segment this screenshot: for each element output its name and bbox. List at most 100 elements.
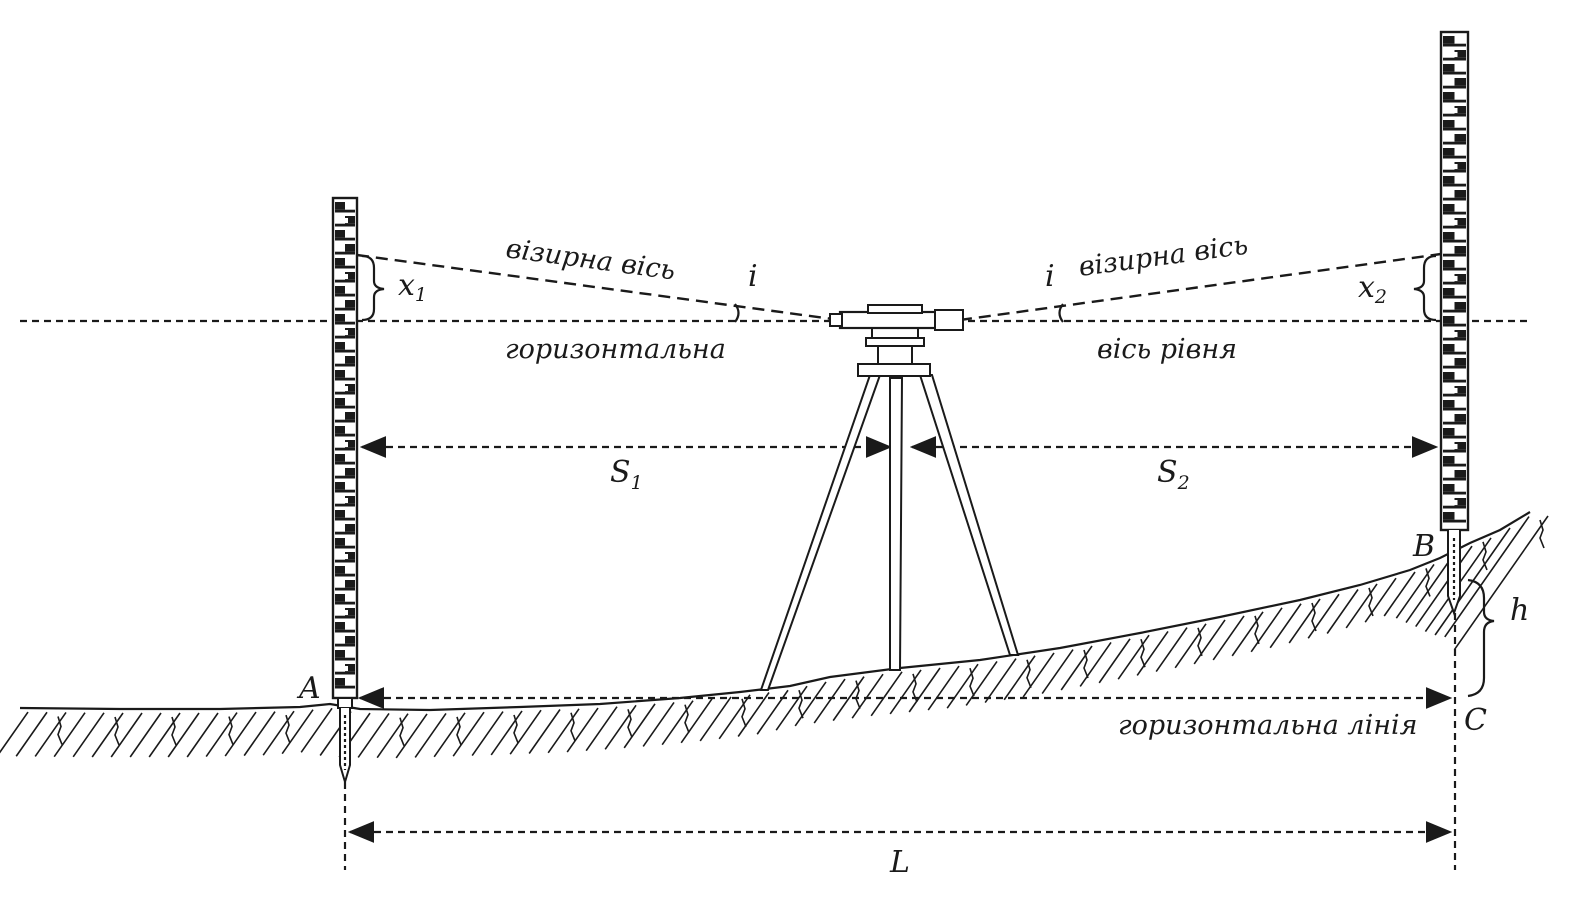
hatch-stroke — [1345, 583, 1378, 629]
hatch-stroke — [395, 713, 428, 759]
brace-x2 — [1413, 254, 1437, 322]
hatch-crack — [798, 689, 804, 719]
staff-mark — [1443, 260, 1455, 268]
staff-mark — [1443, 120, 1455, 128]
staff-mark — [335, 314, 345, 322]
hatch-stroke — [1003, 655, 1036, 701]
hatch-crack — [1197, 627, 1203, 657]
staff-mark — [345, 552, 355, 560]
hatch-crack — [1140, 638, 1146, 668]
staff-mark — [345, 496, 355, 504]
brace-h — [1467, 578, 1495, 698]
staff-mark — [335, 678, 345, 686]
staff-mark — [1443, 148, 1455, 156]
staff-right — [1439, 30, 1470, 532]
staff-mark — [335, 545, 355, 549]
staff-mark — [1443, 211, 1466, 215]
staff-mark — [345, 328, 355, 336]
staff-mark — [335, 335, 355, 339]
staff-mark — [335, 594, 345, 602]
staff-mark — [1454, 50, 1466, 58]
hatch-stroke — [224, 711, 257, 757]
staff-mark — [1443, 92, 1455, 100]
staff-mark — [1451, 220, 1458, 225]
hatch-stroke — [1041, 649, 1074, 695]
hatch-stroke — [1415, 545, 1473, 627]
staff-mark — [335, 363, 355, 367]
ground-hatching — [0, 515, 1549, 759]
staff-mark — [1443, 127, 1466, 131]
staff-mark — [335, 391, 355, 395]
staff-mark — [335, 615, 355, 619]
hatch-stroke — [1079, 641, 1112, 687]
hatch-stroke — [623, 703, 656, 749]
staff-mark — [1443, 435, 1466, 439]
hatch-stroke — [414, 713, 447, 758]
staff-mark — [1454, 246, 1466, 254]
staff-mark — [335, 426, 345, 434]
hatch-stroke — [167, 712, 200, 758]
staff-mark — [342, 218, 348, 223]
hatch-stroke — [1060, 645, 1093, 691]
staff-mark — [335, 230, 345, 238]
hatch-stroke — [72, 712, 105, 758]
staff-mark — [335, 265, 355, 269]
hatch-stroke — [1444, 516, 1530, 638]
staff-mark — [1443, 99, 1466, 103]
hatch-stroke — [927, 665, 960, 711]
staff-mark — [1443, 393, 1466, 397]
hatch-crack — [1026, 659, 1032, 689]
staff-mark — [1443, 365, 1466, 369]
staff-mark — [335, 398, 345, 406]
staff-mark — [335, 286, 345, 294]
staff-mark — [345, 636, 355, 644]
hatch-crack — [969, 667, 975, 697]
hatch-stroke — [1212, 615, 1245, 661]
staff-mark — [1443, 155, 1466, 159]
staff-mark — [1443, 456, 1455, 464]
hatch-crack — [627, 709, 633, 738]
staff-mark — [1443, 204, 1455, 212]
label-point-b: B — [1412, 529, 1435, 564]
staff-mark — [1443, 239, 1466, 243]
hatch-stroke — [1155, 627, 1188, 673]
staff-mark — [335, 342, 345, 350]
hatch-crack — [171, 716, 177, 746]
hatch-stroke — [1098, 638, 1131, 684]
label-sight-axis-right: візирна вісь — [1077, 230, 1250, 283]
staff-mark — [342, 330, 348, 335]
staff-mark — [335, 517, 355, 521]
hatch-stroke — [1269, 603, 1302, 649]
hatch-stroke — [585, 706, 618, 752]
label-level-axis-right: вісь рівня — [1097, 334, 1237, 365]
hatch-stroke — [1307, 593, 1340, 639]
hatch-crack — [285, 714, 291, 744]
staff-mark — [1443, 428, 1455, 436]
staff-mark — [1443, 519, 1466, 523]
staff-mark — [1443, 253, 1466, 257]
hatch-stroke — [1231, 611, 1264, 657]
staff-mark — [335, 538, 345, 546]
staff-mark — [335, 370, 345, 378]
ground-profile — [19, 511, 1531, 712]
staff-mark — [335, 587, 355, 591]
staff-mark — [335, 531, 355, 535]
staff-mark — [345, 412, 355, 420]
staff-mark — [335, 685, 355, 689]
staff-mark — [1443, 449, 1466, 453]
hatch-stroke — [91, 712, 124, 758]
staff-mark — [1443, 316, 1455, 324]
hatch-stroke — [148, 712, 181, 758]
hatch-stroke — [490, 710, 523, 756]
staff-mark — [335, 573, 355, 577]
staff-mark — [335, 566, 345, 574]
staff-mark — [335, 419, 355, 423]
staff-mark — [1443, 141, 1466, 145]
staff-mark — [335, 475, 355, 479]
staff-mark — [1454, 330, 1466, 338]
staff-mark — [345, 468, 355, 476]
staff-mark — [335, 643, 355, 647]
label-s1: S1 — [610, 455, 643, 494]
hatch-crack — [1539, 519, 1545, 549]
staff-mark — [1443, 36, 1455, 44]
